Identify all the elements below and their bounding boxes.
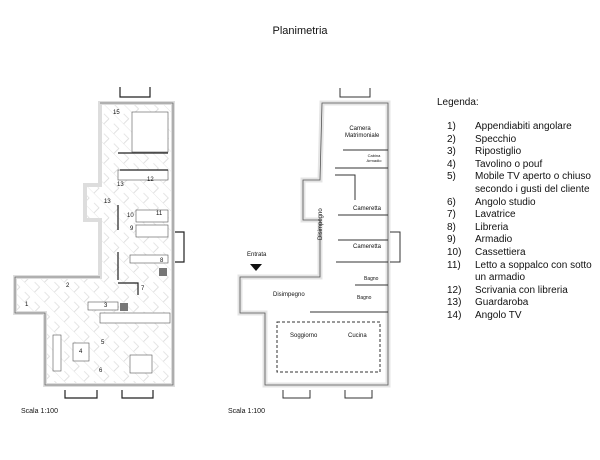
item-number: 1 bbox=[25, 302, 29, 308]
legend-item-text: secondo i gusti del cliente bbox=[475, 183, 590, 195]
left-furnished-plan bbox=[13, 87, 185, 399]
legend-item: 13) Guardaroba bbox=[447, 297, 592, 310]
legend-item-text: Ripostiglio bbox=[475, 146, 522, 158]
legend-item-text: Lavatrice bbox=[475, 209, 516, 221]
double-bed bbox=[131, 111, 169, 153]
legend-item-text: Cassettiera bbox=[475, 246, 526, 258]
legend-item-text: Scrivania con libreria bbox=[475, 284, 568, 296]
scale-label-right: Scala 1:100 bbox=[228, 408, 265, 415]
legend-item-text: un armadio bbox=[475, 272, 526, 284]
legend-item: 1) Appendiabiti angolare bbox=[447, 121, 592, 134]
dining-table bbox=[129, 354, 153, 374]
legend-item: secondo i gusti del cliente bbox=[447, 184, 592, 197]
room-label-bathroom-2: Bagno bbox=[357, 295, 372, 301]
item-number: 5 bbox=[101, 340, 105, 346]
scale-label-left: Scala 1:100 bbox=[21, 408, 58, 415]
legend: Legenda: 1) Appendiabiti angolare 2) Specch… bbox=[437, 97, 592, 323]
legend-item-text: Angolo TV bbox=[475, 309, 522, 321]
room-label-walk-in-closet: Cabina Armadio bbox=[366, 153, 382, 163]
item-number: 13 bbox=[117, 182, 124, 188]
legend-item-number: 6) bbox=[447, 196, 456, 208]
legend-item-number: 12) bbox=[447, 284, 462, 296]
entrance-arrow-icon bbox=[250, 264, 262, 271]
sofa bbox=[52, 334, 62, 372]
legend-item-text: Appendiabiti angolare bbox=[475, 121, 572, 132]
item-number: 4 bbox=[79, 349, 83, 355]
legend-heading: Legenda: bbox=[437, 97, 479, 108]
legend-item-number: 1) bbox=[447, 121, 456, 132]
legend-item: un armadio bbox=[447, 272, 592, 285]
legend-item-number: 10) bbox=[447, 246, 462, 258]
legend-item-number: 3) bbox=[447, 146, 456, 158]
entrance-label: Entrata bbox=[247, 252, 267, 258]
legend-item: 5) Mobile TV aperto o chiuso bbox=[447, 171, 592, 184]
legend-item-number: 2) bbox=[447, 133, 456, 145]
legend-item: 2) Specchio bbox=[447, 134, 592, 147]
legend-item: 6) Angolo studio bbox=[447, 197, 592, 210]
legend-item-number: 11) bbox=[447, 259, 461, 271]
item-number: 15 bbox=[113, 110, 120, 116]
item-number: 8 bbox=[160, 258, 164, 264]
legend-item-number bbox=[447, 184, 475, 197]
legend-item-text: Letto a soppalco con sotto bbox=[475, 259, 592, 271]
item-number: 3 bbox=[104, 303, 108, 309]
room-label-kids-room-2: Cameretta bbox=[353, 244, 382, 250]
legend-item-number: 7) bbox=[447, 209, 456, 221]
room-label-hallway: Disimpegno bbox=[318, 208, 324, 240]
item-number: 10 bbox=[127, 213, 134, 219]
loft-bed bbox=[135, 209, 169, 223]
room-label-living-room: Soggiorno bbox=[290, 333, 318, 339]
room-label-kids-room-1: Cameretta bbox=[353, 206, 382, 212]
legend-item: 4) Tavolino o pouf bbox=[447, 159, 592, 172]
legend-item-number: 9) bbox=[447, 234, 456, 246]
legend-item-text: Specchio bbox=[475, 133, 517, 145]
room-label-entry-hall: Disimpegno bbox=[273, 292, 305, 298]
legend-item-text: Mobile TV aperto o chiuso bbox=[475, 171, 591, 183]
room-label-kitchen: Cucina bbox=[348, 333, 367, 339]
storage-closet bbox=[87, 301, 119, 311]
legend-item: 8) Libreria bbox=[447, 222, 592, 235]
legend-item: 12) Scrivania con libreria bbox=[447, 285, 592, 298]
legend-item-text: Guardaroba bbox=[475, 297, 529, 309]
legend-item-number: 13) bbox=[447, 297, 462, 309]
desk bbox=[117, 169, 169, 181]
room-label-master-bedroom: Camera Matrimoniale bbox=[345, 126, 380, 139]
legend-item: 3) Ripostiglio bbox=[447, 146, 592, 159]
page-title: Planimetria bbox=[272, 25, 328, 37]
legend-item: 11) Letto a soppalco con sotto bbox=[447, 260, 592, 273]
legend-item: 9) Armadio bbox=[447, 234, 592, 247]
legend-item-text: Armadio bbox=[475, 234, 513, 246]
room-label-bathroom-1: Bagno bbox=[364, 276, 379, 282]
item-number: 6 bbox=[99, 368, 103, 374]
legend-item: 7) Lavatrice bbox=[447, 209, 592, 222]
kitchen-counter bbox=[99, 312, 171, 324]
legend-item-number: 5) bbox=[447, 171, 456, 183]
item-number: 9 bbox=[130, 226, 134, 232]
right-technical-plan bbox=[237, 88, 401, 399]
item-number: 11 bbox=[156, 211, 163, 217]
legend-item-number: 14) bbox=[447, 309, 462, 321]
legend-item-number: 4) bbox=[447, 158, 456, 170]
legend-item-text: Angolo studio bbox=[475, 196, 536, 208]
item-number: 2 bbox=[66, 283, 70, 289]
legend-item: 14) Angolo TV bbox=[447, 310, 592, 323]
legend-item-text: Tavolino o pouf bbox=[475, 158, 543, 170]
legend-item-text: Libreria bbox=[475, 221, 509, 233]
washing-machine bbox=[159, 268, 167, 276]
item-number: 12 bbox=[147, 177, 154, 183]
coffee-table bbox=[72, 342, 90, 362]
item-number: 7 bbox=[141, 286, 145, 292]
legend-item: 10) Cassettiera bbox=[447, 247, 592, 260]
item-number: 13 bbox=[104, 199, 111, 205]
legend-item-number bbox=[447, 272, 475, 285]
legend-item-number: 8) bbox=[447, 221, 456, 233]
